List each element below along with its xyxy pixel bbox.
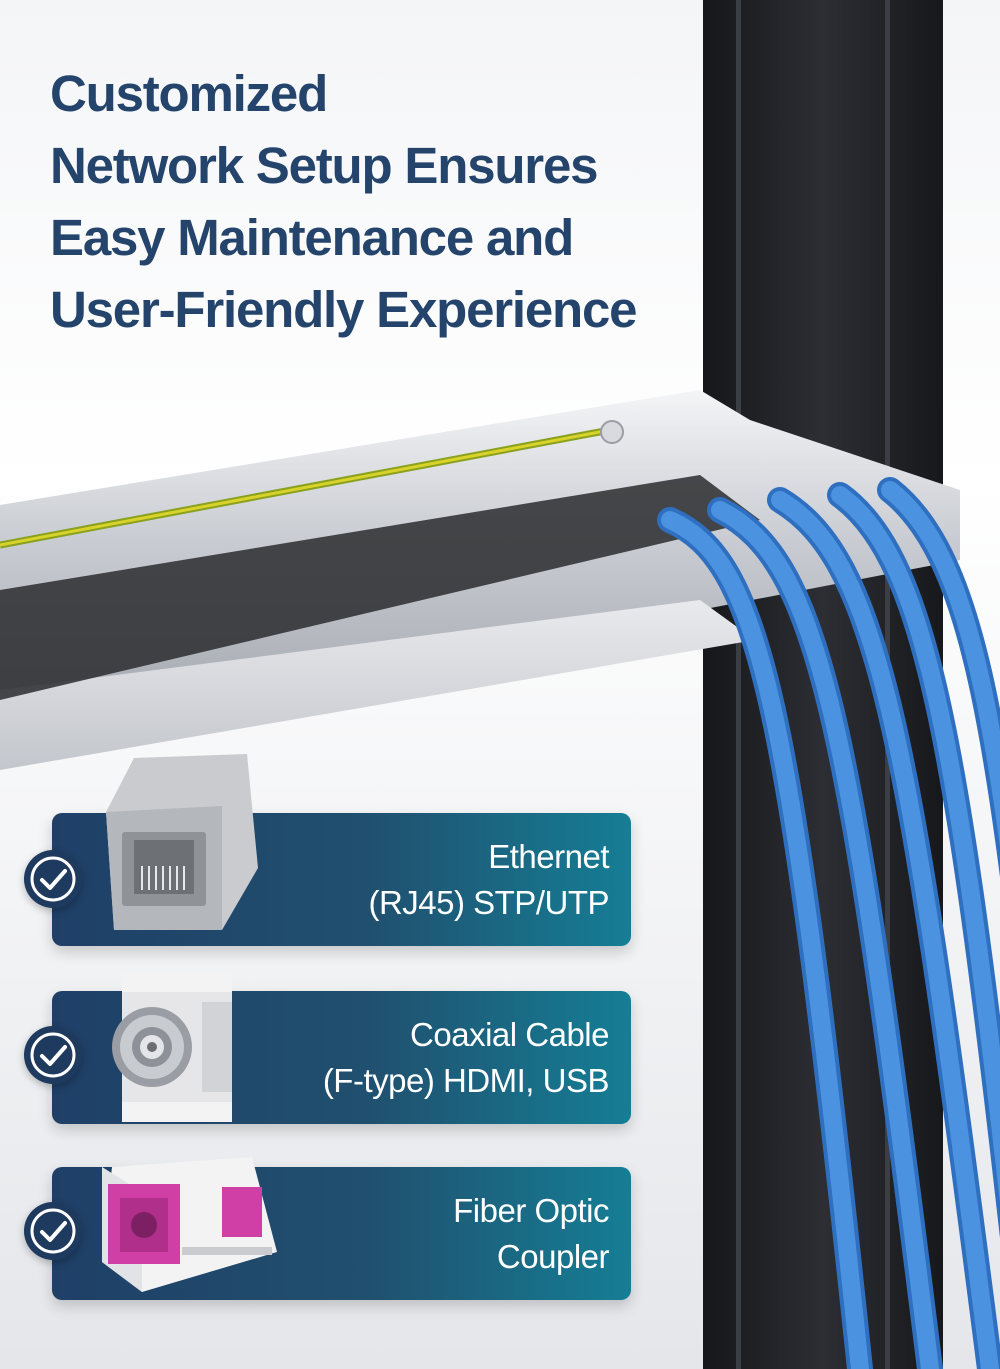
feature-subtitle: Coupler	[496, 1237, 610, 1275]
feature-title: Ethernet	[488, 837, 609, 875]
check-circle-icon	[24, 850, 82, 908]
f-type-coax-keystone-icon	[112, 972, 232, 1122]
headline-line-3: Easy Maintenance and	[50, 209, 574, 266]
check-circle-icon	[24, 1202, 82, 1260]
headline-line-4: User-Friendly Experience	[50, 281, 637, 338]
feature-title: Coaxial Cable	[410, 1015, 609, 1053]
headline: Customized Network Setup Ensures Easy Ma…	[50, 58, 710, 346]
feature-text: Ethernet (RJ45) STP/UTP	[279, 813, 609, 946]
headline-line-2: Network Setup Ensures	[50, 137, 598, 194]
feature-text: Fiber Optic Coupler	[279, 1167, 609, 1300]
patch-panel	[0, 390, 960, 770]
check-circle-icon	[24, 1026, 82, 1084]
feature-subtitle: (RJ45) STP/UTP	[368, 883, 609, 921]
blue-patch-cables	[657, 477, 1000, 1369]
fiber-optic-coupler-icon	[102, 1157, 277, 1292]
feature-title: Fiber Optic	[453, 1191, 609, 1229]
feature-text: Coaxial Cable (F-type) HDMI, USB	[279, 991, 610, 1124]
rj45-keystone-jack-icon	[106, 754, 258, 930]
feature-subtitle: (F-type) HDMI, USB	[322, 1061, 610, 1099]
headline-line-1: Customized	[50, 65, 328, 122]
